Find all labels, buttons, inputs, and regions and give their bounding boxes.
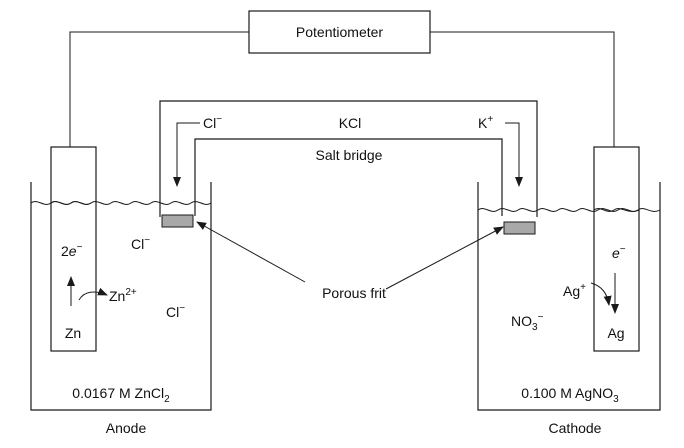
salt-bridge-electrolyte-label: KCl <box>339 115 362 131</box>
silver-ion-label: Ag+ <box>563 282 586 299</box>
zinc-electrode <box>50 146 97 352</box>
silver-ion-arrow <box>590 282 612 306</box>
nitrate-label: NO3− <box>511 312 544 333</box>
anode-solution-label: 0.0167 M ZnCl2 <box>72 385 170 405</box>
cathode-electron-label: e− <box>612 244 626 261</box>
zinc-ion-arrow <box>78 287 108 301</box>
anode-beaker: 2e− Zn2+ Zn Cl− Cl− 0.0167 M ZnCl2 Anode <box>30 146 212 436</box>
cathode-solution-surface <box>477 208 661 212</box>
wire-right <box>430 31 615 147</box>
chloride-flow-arrow <box>173 122 200 187</box>
silver-electrode-surface <box>593 208 640 212</box>
anode-electron-label: 2e− <box>61 242 83 259</box>
zinc-electrode-surface <box>50 201 92 205</box>
porous-frit-left <box>161 214 194 228</box>
wire-left <box>69 31 249 147</box>
zinc-electrode-label: Zn <box>65 325 81 341</box>
cathode-caption: Cathode <box>549 420 602 436</box>
cathode-beaker-wall <box>477 182 661 411</box>
cathode-beaker: e− Ag+ Ag NO3− 0.100 M AgNO3 Cathode <box>477 146 661 436</box>
anode-caption: Anode <box>106 420 147 436</box>
salt-bridge-cation-label: K+ <box>478 114 493 131</box>
frit-pointer-left <box>196 221 306 283</box>
silver-electrode <box>593 146 640 352</box>
potentiometer-label: Potentiometer <box>296 24 383 40</box>
zinc-ion-label: Zn2+ <box>109 287 137 304</box>
silver-electrode-label: Ag <box>607 325 624 341</box>
porous-frit-callout: Porous frit <box>196 221 504 301</box>
porous-frit-right <box>503 221 536 235</box>
potentiometer: Potentiometer <box>248 10 431 54</box>
anode-beaker-wall <box>30 182 212 411</box>
anode-chloride-label-2: Cl− <box>166 303 185 320</box>
salt-bridge-anion-label: Cl− <box>203 114 222 131</box>
frit-pointer-right <box>385 226 504 290</box>
salt-bridge: Cl− KCl K+ Salt bridge <box>159 100 538 235</box>
porous-frit-label: Porous frit <box>322 285 386 301</box>
anode-chloride-label-1: Cl− <box>131 235 150 252</box>
salt-bridge-inner-wall <box>194 138 503 216</box>
salt-bridge-label: Salt bridge <box>316 147 383 163</box>
cathode-solution-label: 0.100 M AgNO3 <box>521 385 619 405</box>
potassium-flow-arrow <box>505 122 523 187</box>
salt-bridge-outer-wall <box>159 100 538 217</box>
